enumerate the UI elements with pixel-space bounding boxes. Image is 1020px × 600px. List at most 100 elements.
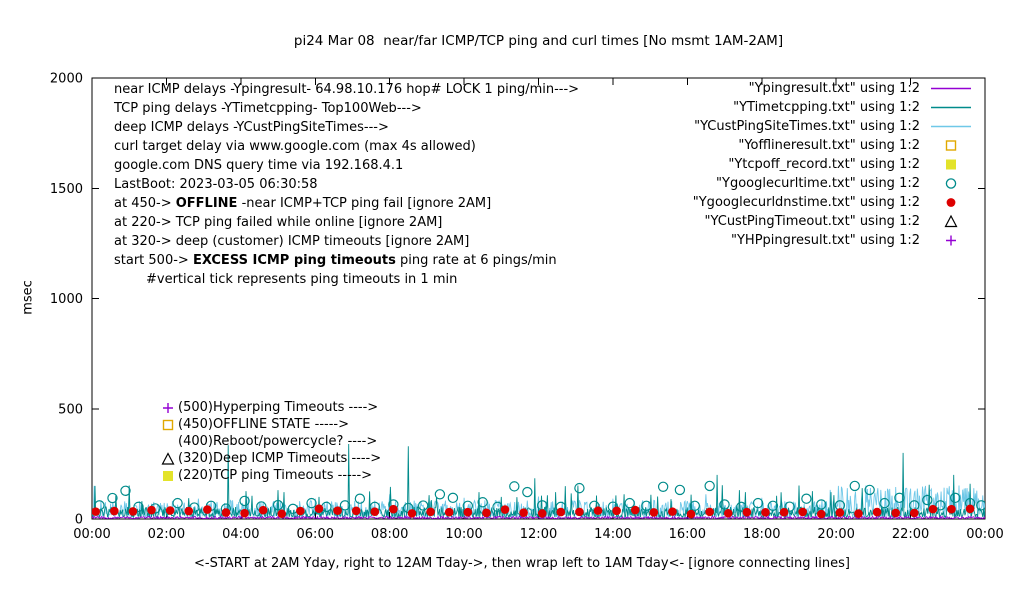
annotation-line: at 220-> TCP ping failed while online [i…	[114, 213, 579, 232]
threshold-label: (320)Deep ICMP Timeouts ---->	[178, 451, 382, 466]
threshold-row: (400)Reboot/powercycle? ---->	[160, 433, 381, 450]
open-triangle-glyph	[161, 451, 175, 465]
data-point-open-circle	[306, 497, 317, 509]
plus-glyph	[946, 235, 956, 246]
legend-label: "YHPpingresult.txt" using 1:2	[731, 233, 920, 248]
data-point-open-circle	[133, 501, 144, 513]
data-point-filled-circle	[668, 507, 677, 516]
data-point-filled-circle	[370, 507, 380, 516]
x-tick-label: 04:00	[222, 527, 259, 542]
data-point-filled-circle	[630, 505, 640, 515]
x-tick-label: 02:00	[148, 527, 185, 542]
annotation-text: deep ICMP delays -YCustPingSiteTimes--->	[114, 120, 389, 135]
legend-row: "YHPpingresult.txt" using 1:2	[560, 231, 982, 250]
data-point-filled-circle	[761, 508, 770, 517]
data-point-filled-circle	[742, 507, 752, 517]
annotation-line: at 450-> OFFLINE -near ICMP+TCP ping fai…	[114, 194, 579, 213]
line-icon	[920, 100, 982, 115]
threshold-label: (400)Reboot/powercycle? ---->	[178, 434, 378, 449]
plus-icon	[160, 401, 178, 415]
data-point-filled-circle	[649, 508, 659, 517]
legend-row: "YCustPingSiteTimes.txt" using 1:2	[560, 117, 982, 136]
data-point-filled-circle	[798, 507, 807, 517]
x-tick-label: 16:00	[669, 527, 706, 542]
data-point-filled-circle	[947, 504, 956, 514]
data-point-filled-circle	[612, 506, 621, 516]
data-point-open-circle	[172, 497, 183, 509]
x-tick-label: 00:00	[73, 527, 110, 542]
series-layer	[92, 443, 985, 519]
threshold-row: (450)OFFLINE STATE ----->	[160, 416, 381, 433]
data-point-open-circle	[641, 500, 652, 511]
legend-label: "Ygooglecurldnstime.txt" using 1:2	[692, 195, 920, 210]
data-point-open-circle	[107, 492, 118, 504]
open-triangle-glyph	[944, 214, 958, 228]
data-point-filled-circle	[816, 509, 826, 519]
filled-square-icon	[160, 469, 178, 483]
data-point-open-circle	[704, 480, 715, 492]
legend-row: "Ygooglecurltime.txt" using 1:2	[560, 174, 982, 193]
threshold-row: (220)TCP ping Timeouts ----->	[160, 467, 381, 484]
data-point-filled-circle	[835, 508, 845, 517]
data-point-filled-circle	[686, 509, 696, 519]
annotation-line: #vertical tick represents ping timeouts …	[114, 270, 579, 289]
annotation-text: near ICMP delays -Ypingresult- 64.98.10.…	[114, 82, 580, 97]
data-point-filled-circle	[389, 504, 398, 514]
threshold-label: (500)Hyperping Timeouts ---->	[178, 400, 379, 415]
annotation-text: at 220-> TCP ping failed while online [i…	[114, 215, 443, 230]
data-point-filled-circle	[333, 506, 342, 515]
data-point-open-circle	[674, 484, 686, 496]
x-tick-label: 00:00	[966, 527, 1003, 542]
annotation-line: at 320-> deep (customer) ICMP timeouts […	[114, 232, 579, 251]
open-triangle-icon	[160, 451, 178, 466]
filled-square-icon	[946, 159, 956, 170]
plus-icon	[163, 402, 173, 413]
data-point-open-circle	[801, 493, 812, 504]
legend-label: "Yofflineresult.txt" using 1:2	[738, 138, 920, 153]
data-point-filled-circle	[500, 505, 510, 514]
data-point-filled-circle	[110, 506, 119, 516]
data-point-open-circle	[447, 492, 459, 504]
data-point-open-circle	[719, 499, 730, 510]
data-point-open-circle	[522, 486, 533, 498]
legend-label: "YTimetcpping.txt" using 1:2	[733, 100, 920, 115]
filled-circle-glyph	[946, 198, 956, 207]
data-point-filled-circle	[723, 508, 733, 518]
data-point-filled-circle	[556, 507, 566, 517]
data-point-filled-circle	[92, 507, 101, 516]
open-square-icon	[920, 138, 982, 153]
filled-square-glyph	[946, 159, 956, 170]
annotation-block: near ICMP delays -Ypingresult- 64.98.10.…	[114, 80, 579, 289]
data-point-filled-circle	[928, 504, 938, 514]
annotation-text: LastBoot: 2023-03-05 06:30:58	[114, 177, 318, 192]
filled-square-glyph	[163, 470, 173, 481]
annotation-text: ping rate at 6 pings/min	[395, 253, 557, 268]
chart-title: pi24 Mar 08 near/far ICMP/TCP ping and c…	[293, 33, 784, 49]
annotation-line: TCP ping delays -YTimetcpping- Top100Web…	[114, 99, 579, 118]
data-point-open-circle	[417, 500, 429, 511]
filled-square-icon	[163, 470, 173, 481]
x-tick-label: 14:00	[594, 527, 631, 542]
annotation-line: LastBoot: 2023-03-05 06:30:58	[114, 175, 579, 194]
x-tick-label: 20:00	[817, 527, 854, 542]
data-point-filled-circle	[314, 504, 324, 513]
legend-label: "YCustPingSiteTimes.txt" using 1:2	[694, 119, 920, 134]
data-point-open-circle	[120, 485, 131, 496]
x-tick-label: 12:00	[520, 527, 557, 542]
data-point-open-circle	[767, 500, 779, 511]
annotation-line: google.com DNS query time via 192.168.4.…	[114, 156, 579, 175]
open-triangle-icon	[920, 214, 982, 229]
data-point-open-circle	[864, 484, 875, 496]
data-point-filled-circle	[519, 508, 528, 517]
line-icon	[931, 125, 971, 128]
data-point-open-circle	[339, 500, 351, 511]
data-point-open-circle	[976, 500, 985, 511]
data-point-filled-circle	[872, 507, 882, 517]
line-icon	[931, 87, 971, 90]
filled-circle-icon	[920, 195, 982, 210]
plus-glyph	[163, 402, 173, 413]
data-point-filled-circle	[854, 509, 863, 518]
legend-row: "Yofflineresult.txt" using 1:2	[560, 136, 982, 155]
annotation-line: near ICMP delays -Ypingresult- 64.98.10.…	[114, 80, 579, 99]
